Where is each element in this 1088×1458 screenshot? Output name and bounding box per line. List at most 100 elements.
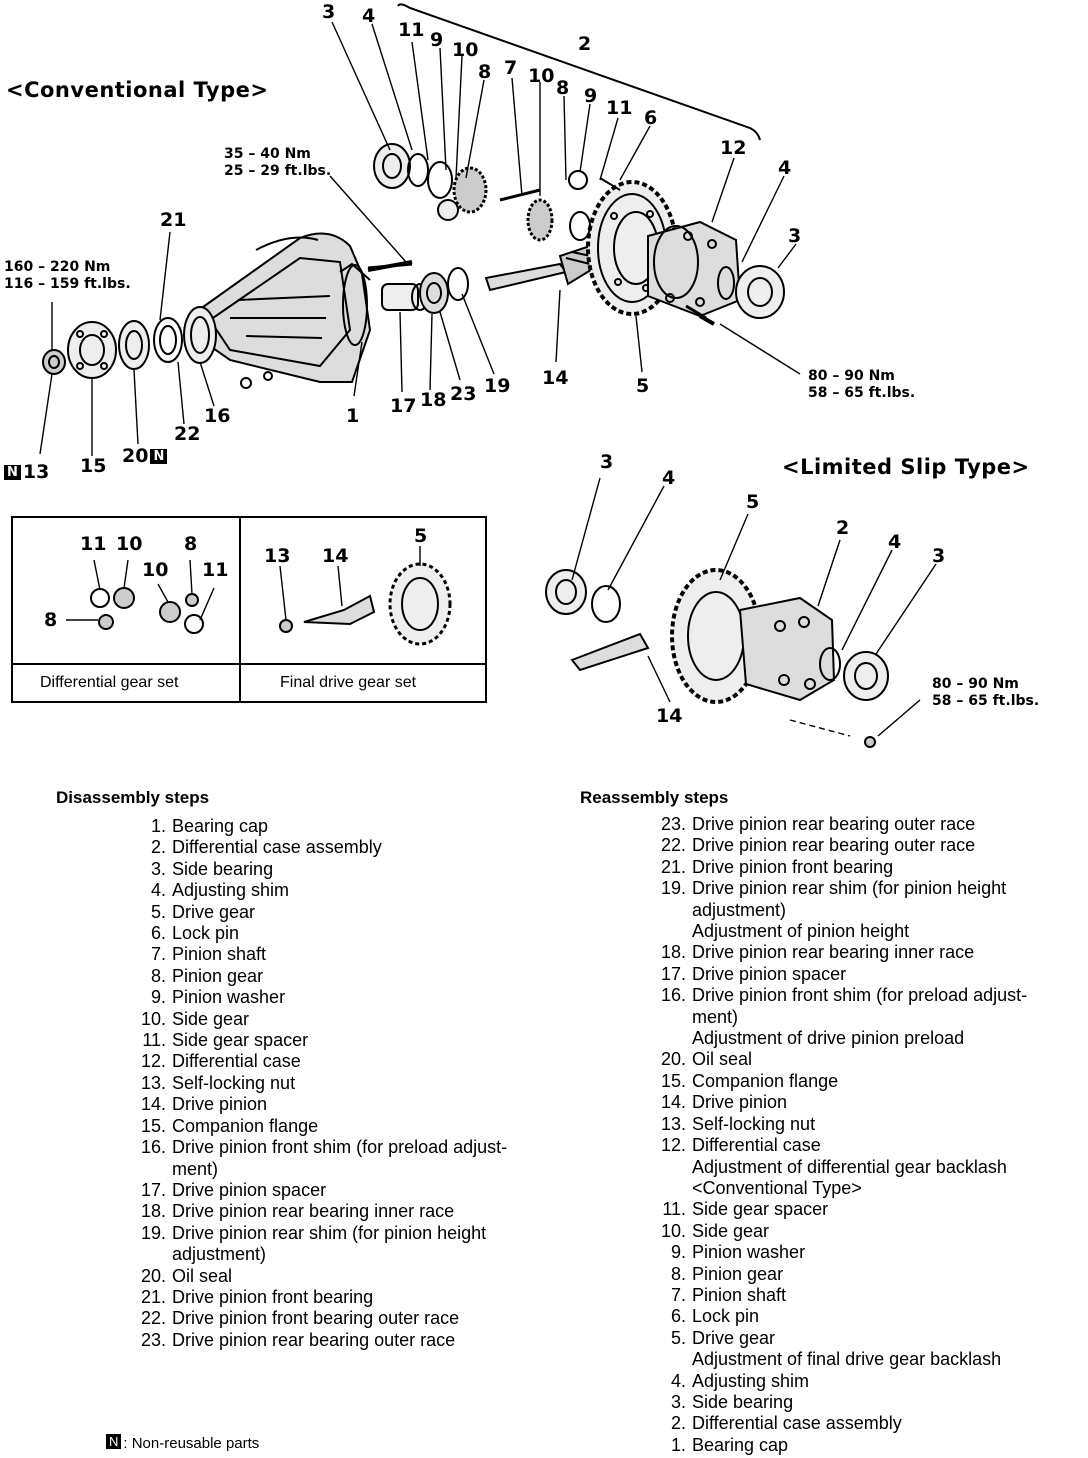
inset-callout-10b: 10 — [142, 559, 169, 581]
step-item: 23.Drive pinion rear bearing outer race — [654, 814, 1027, 835]
step-item: 22.Drive pinion front bearing outer race — [134, 1308, 507, 1329]
side-bearing-right — [717, 265, 785, 319]
lsd-callout-5: 5 — [746, 491, 760, 513]
side-gear-parts-top — [373, 143, 621, 242]
step-subtext: Adjustment of drive pinion preload — [692, 1028, 965, 1049]
step-text: Drive pinion — [692, 1092, 788, 1113]
step-number: 11. — [142, 1030, 166, 1051]
callout-12: 12 — [720, 137, 747, 159]
step-item: 6.Lock pin — [134, 923, 507, 944]
bolt-right — [699, 314, 715, 326]
callout-18: 18 — [420, 389, 447, 411]
step-number: 2. — [670, 1413, 686, 1434]
step-text: Lock pin — [172, 923, 240, 944]
step-text: Lock pin — [692, 1306, 760, 1327]
differential-gear-set-label: Differential gear set — [40, 674, 179, 691]
step-text: Bearing cap — [172, 816, 269, 836]
step-item: 15.Companion flange — [654, 1071, 1027, 1092]
step-number: 3. — [670, 1391, 686, 1412]
step-number: 19. — [140, 1222, 166, 1243]
inset-differential-gears — [66, 559, 215, 634]
step-text: Adjusting shim — [172, 880, 290, 901]
step-item: 19.Drive pinion rear shim (for pinion he… — [134, 1223, 507, 1266]
step-item: 14. Drive pinion — [654, 1092, 1027, 1113]
gear-set-inset-frame — [11, 516, 487, 703]
step-text: Side bearing — [692, 1391, 794, 1412]
step-number: 18. — [140, 1201, 166, 1222]
lsd-callout-3b: 3 — [932, 545, 946, 567]
step-subtext: Adjustment of differential gear backlash — [692, 1156, 1007, 1177]
step-item: 10.Side gear — [134, 1009, 507, 1030]
step-subtext: adjustment) — [692, 899, 787, 920]
step-item: 1. Bearing cap — [654, 1435, 1027, 1456]
step-item: 1. Bearing cap — [134, 816, 507, 837]
callout-7: 7 — [504, 57, 518, 79]
step-number: 13. — [140, 1072, 166, 1093]
step-text: Drive pinion rear bearing outer race — [692, 835, 976, 856]
lsd-callout-2: 2 — [836, 517, 850, 539]
leader-lines-main — [39, 21, 801, 456]
step-item: 7.Pinion shaft — [654, 1285, 1027, 1306]
step-number: 20. — [140, 1265, 166, 1286]
step-item: 3.Side bearing — [134, 859, 507, 880]
step-number: 17. — [140, 1179, 166, 1200]
torque-bolt-right: 80 – 90 Nm 58 – 65 ft.lbs. — [808, 368, 916, 401]
step-text: Bearing cap — [692, 1434, 789, 1455]
step-number: 14. — [660, 1092, 686, 1113]
inset-callout-13: 13 — [264, 545, 291, 567]
front-bearing-parts — [118, 306, 217, 370]
step-number: 13. — [660, 1113, 686, 1134]
step-text: Pinion gear — [172, 965, 264, 986]
final-drive-gear-set-label: Final drive gear set — [280, 674, 417, 691]
step-text: Oil seal — [692, 1049, 753, 1070]
non-reusable-marker: N — [4, 465, 21, 480]
bracket-case-assembly — [397, 3, 761, 141]
step-item: 4.Adjusting shim — [654, 1371, 1027, 1392]
step-text: Oil seal — [172, 1265, 233, 1286]
step-item: 16.Drive pinion front shim (for preload … — [134, 1137, 507, 1180]
step-item: 20. Oil seal — [654, 1049, 1027, 1070]
step-number: 1. — [670, 1434, 686, 1455]
step-number: 14. — [140, 1094, 166, 1115]
step-number: 19. — [660, 878, 686, 899]
torque-bolt-top: 35 – 40 Nm 25 – 29 ft.lbs. — [224, 146, 332, 179]
step-text: Pinion gear — [692, 1263, 784, 1284]
step-number: 22. — [140, 1308, 166, 1329]
step-item: 13.Self-locking nut — [654, 1114, 1027, 1135]
step-item: 9.Pinion washer — [134, 987, 507, 1008]
callout-11b: 11 — [606, 97, 633, 119]
callout-4: 4 — [362, 5, 376, 27]
step-item: 4.Adjusting shim — [134, 880, 507, 901]
step-number: 3. — [150, 858, 166, 879]
torque-nut-left: 160 – 220 Nm 116 – 159 ft.lbs. — [4, 259, 131, 292]
step-number: 21. — [140, 1286, 166, 1307]
step-item: 21.Drive pinion front bearing — [654, 857, 1027, 878]
step-number: 16. — [140, 1137, 166, 1158]
step-subtext: ment) — [172, 1158, 219, 1179]
step-item: 5.Drive gear — [134, 902, 507, 923]
callout-6: 6 — [644, 107, 658, 129]
step-item: 9.Pinion washer — [654, 1242, 1027, 1263]
callout-22: 22 — [174, 423, 201, 445]
step-item: 19.Drive pinion rear shim (for pinion he… — [654, 878, 1027, 942]
step-text: Drive pinion spacer — [172, 1179, 327, 1200]
step-text: Companion flange — [692, 1070, 839, 1091]
callout-4b: 4 — [778, 157, 792, 179]
step-number: 22. — [660, 835, 686, 856]
step-number: 5. — [150, 901, 166, 922]
callout-9b: 9 — [584, 85, 598, 107]
step-item: 2.Differential case assembly — [654, 1413, 1027, 1434]
step-text: Drive pinion rear bearing inner race — [692, 942, 975, 963]
step-subtext: Adjustment of pinion height — [692, 921, 910, 942]
differential-case — [647, 220, 742, 320]
step-number: 20. — [660, 1049, 686, 1070]
step-number: 1. — [150, 816, 166, 836]
step-number: 12. — [660, 1135, 686, 1156]
step-item: 16.Drive pinion front shim (for preload … — [654, 985, 1027, 1049]
callout-21: 21 — [160, 209, 187, 231]
lsd-callout-14: 14 — [656, 705, 683, 727]
step-item: 11.Side gear spacer — [654, 1199, 1027, 1220]
